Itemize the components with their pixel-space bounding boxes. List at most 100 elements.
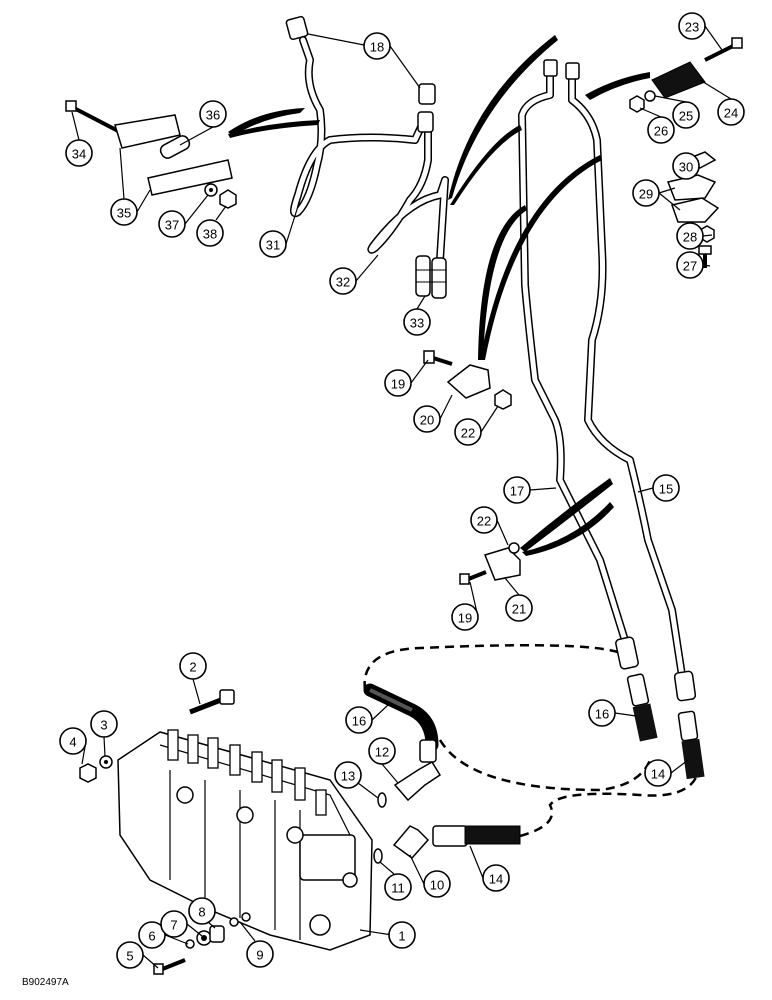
callout-17: 17 xyxy=(503,476,531,504)
svg-text:3: 3 xyxy=(100,718,107,733)
svg-text:15: 15 xyxy=(659,482,673,497)
bolt-19-lower xyxy=(459,570,487,585)
washer-3 xyxy=(99,755,113,769)
callout-20: 20 xyxy=(413,405,441,433)
callout-6: 6 xyxy=(138,921,166,949)
washer-37 xyxy=(204,183,218,197)
hose-16-return xyxy=(438,739,652,792)
washer-6 xyxy=(185,939,195,949)
callout-2: 2 xyxy=(179,652,207,680)
washer-25 xyxy=(644,90,656,102)
callout-16: 16 xyxy=(588,699,616,727)
callout-14: 14 xyxy=(644,759,672,787)
svg-text:17: 17 xyxy=(510,484,524,499)
svg-text:4: 4 xyxy=(69,735,76,750)
clamp-24 xyxy=(651,61,706,99)
callout-36: 36 xyxy=(199,100,227,128)
pipe-fittings-top xyxy=(543,59,580,80)
svg-text:30: 30 xyxy=(679,160,693,175)
svg-text:35: 35 xyxy=(117,206,131,221)
leader-band-20 xyxy=(480,155,602,360)
svg-text:37: 37 xyxy=(165,218,179,233)
callout-1: 1 xyxy=(388,921,416,949)
callout-12: 12 xyxy=(368,737,396,765)
callout-27: 27 xyxy=(676,251,704,279)
callout-16: 16 xyxy=(345,706,373,734)
callout-11: 11 xyxy=(384,873,412,901)
svg-text:14: 14 xyxy=(651,767,665,782)
leader-band-21 xyxy=(520,478,613,552)
nut-22-lower xyxy=(508,542,520,554)
leader-band-21b xyxy=(522,502,614,556)
oring-11 xyxy=(373,848,383,864)
bolt-34 xyxy=(65,100,123,135)
svg-text:25: 25 xyxy=(679,109,693,124)
svg-text:8: 8 xyxy=(198,905,205,920)
leader-band-35b xyxy=(228,120,320,138)
svg-text:19: 19 xyxy=(391,377,405,392)
svg-text:11: 11 xyxy=(391,881,405,896)
svg-text:16: 16 xyxy=(352,714,366,729)
svg-text:7: 7 xyxy=(170,918,177,933)
nut-26 xyxy=(629,95,645,113)
svg-text:26: 26 xyxy=(654,124,668,139)
svg-text:36: 36 xyxy=(206,108,220,123)
hose-16-dashed xyxy=(363,643,626,691)
svg-text:2: 2 xyxy=(189,660,196,675)
oring-9 xyxy=(229,912,251,927)
oring-13 xyxy=(377,792,387,808)
svg-text:18: 18 xyxy=(370,40,384,55)
callout-18: 18 xyxy=(363,32,391,60)
svg-text:6: 6 xyxy=(148,929,155,944)
callout-37: 37 xyxy=(158,210,186,238)
callout-28: 28 xyxy=(676,222,704,250)
svg-text:20: 20 xyxy=(420,413,434,428)
svg-text:22: 22 xyxy=(461,426,475,441)
hose-end-16 xyxy=(615,636,658,742)
callout-33: 33 xyxy=(403,308,431,336)
svg-text:29: 29 xyxy=(639,187,653,202)
svg-text:21: 21 xyxy=(512,602,526,617)
fitting-33 xyxy=(415,255,447,299)
elbow-10 xyxy=(392,825,430,860)
control-valve-1 xyxy=(117,729,373,951)
svg-text:28: 28 xyxy=(683,230,697,245)
callout-22: 22 xyxy=(454,418,482,446)
callout-21: 21 xyxy=(505,594,533,622)
bolt-23 xyxy=(704,37,743,62)
svg-text:19: 19 xyxy=(458,611,472,626)
svg-text:32: 32 xyxy=(336,275,350,290)
clamp-20 xyxy=(446,364,491,399)
callout-9: 9 xyxy=(246,940,274,968)
callout-22: 22 xyxy=(470,506,498,534)
svg-text:27: 27 xyxy=(683,259,697,274)
leader-band-20b xyxy=(478,205,527,360)
svg-text:14: 14 xyxy=(489,872,503,887)
callout-8: 8 xyxy=(188,897,216,925)
svg-text:33: 33 xyxy=(410,316,424,331)
nut-22-upper xyxy=(494,389,512,410)
callout-32: 32 xyxy=(329,267,357,295)
svg-text:16: 16 xyxy=(595,707,609,722)
callout-14: 14 xyxy=(482,864,510,892)
callout-19: 19 xyxy=(384,369,412,397)
callout-31: 31 xyxy=(259,230,287,258)
callout-3: 3 xyxy=(90,710,118,738)
callout-5: 5 xyxy=(116,941,144,969)
pipe-17 xyxy=(518,68,632,654)
leader-band-24 xyxy=(585,72,650,100)
svg-text:38: 38 xyxy=(203,227,217,242)
svg-text:12: 12 xyxy=(375,745,389,760)
hose-end-14 xyxy=(673,670,705,780)
svg-text:5: 5 xyxy=(126,949,133,964)
pipe-15 xyxy=(568,71,687,686)
callout-30: 30 xyxy=(672,152,700,180)
svg-text:22: 22 xyxy=(477,514,491,529)
callout-29: 29 xyxy=(632,179,660,207)
callout-10: 10 xyxy=(423,870,451,898)
callout-7: 7 xyxy=(160,910,188,938)
svg-text:1: 1 xyxy=(398,929,405,944)
nut-38 xyxy=(219,189,237,209)
fitting-18 xyxy=(285,15,436,133)
